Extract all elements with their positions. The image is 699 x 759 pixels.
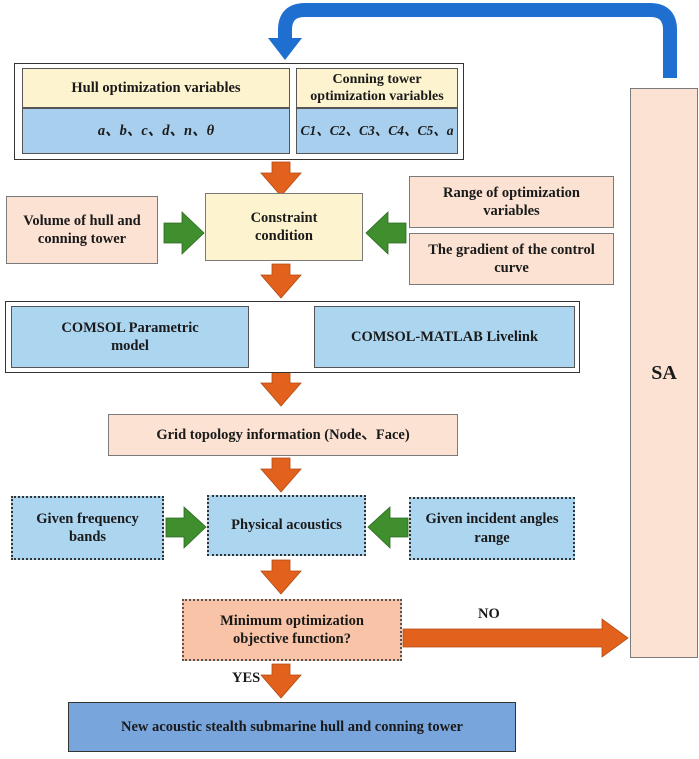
green-arrow-left-1 (163, 211, 205, 255)
sa-label: SA (651, 361, 677, 384)
hull-title: Hull optimization variables (22, 68, 290, 108)
range-box: Range of optimization variables (409, 176, 614, 228)
constraint-condition: Constraint condition (205, 193, 363, 261)
no-label: NO (478, 606, 500, 622)
green-arrow-left-2 (165, 506, 207, 549)
frequency-bands: Given frequency bands (11, 496, 164, 560)
sa-box: SA (630, 88, 698, 658)
final-result: New acoustic stealth submarine hull and … (68, 702, 516, 752)
comsol-matlab-livelink: COMSOL-MATLAB Livelink (314, 306, 575, 368)
yes-label: YES (232, 670, 261, 686)
incident-angles: Given incident angles range (409, 497, 575, 560)
comsol-parametric-model: COMSOL Parametric model (11, 306, 249, 368)
grid-topology: Grid topology information (Node、Face) (108, 414, 458, 456)
down-arrow-4 (260, 457, 302, 493)
feedback-arrow-head (268, 38, 302, 60)
physical-acoustics: Physical acoustics (207, 495, 366, 556)
hull-vars: a、b、c、d、n、θ (22, 108, 290, 154)
decision-box: Minimum optimization objective function? (182, 599, 402, 661)
volume-box: Volume of hull and conning tower (6, 196, 158, 264)
no-arrow (402, 618, 629, 658)
green-arrow-right-1 (365, 211, 407, 255)
tower-vars: C1、C2、C3、C4、C5、a (296, 108, 458, 154)
down-arrow-1 (260, 161, 302, 197)
down-arrow-5 (260, 559, 302, 595)
green-arrow-right-2 (367, 506, 409, 549)
down-arrow-2 (260, 263, 302, 299)
tower-title: Conning tower optimization variables (296, 68, 458, 108)
down-arrow-3 (260, 371, 302, 407)
down-arrow-6 (260, 663, 302, 699)
feedback-arrow (278, 3, 677, 78)
gradient-box: The gradient of the control curve (409, 233, 614, 285)
